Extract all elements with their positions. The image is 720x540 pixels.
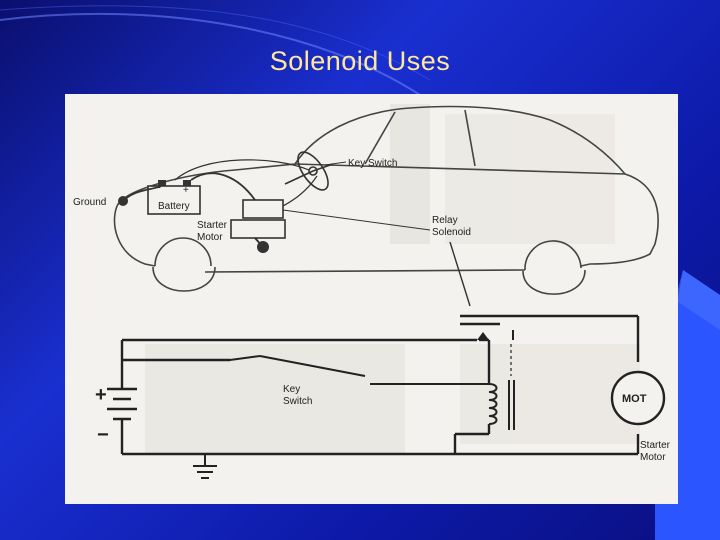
- ground-label: Ground: [73, 197, 106, 208]
- key-switch-pointer: [324, 161, 347, 166]
- circuit-key-switch-icon: [229, 355, 489, 385]
- relay-contact-mark: [477, 332, 489, 340]
- steering-wheel-icon: [284, 151, 334, 191]
- battery-minus-sign: −: [155, 183, 161, 194]
- slide-title: Solenoid Uses: [269, 46, 451, 76]
- diagram-drawing: − + Battery Ground Starter Motor Key Swi…: [73, 104, 671, 479]
- motor-icon: [610, 370, 666, 426]
- starter-motor-label-line2: Motor: [197, 232, 223, 243]
- circuit-minus-sign: −: [97, 424, 109, 446]
- key-switch-bottom-label-line1: Key: [283, 384, 300, 395]
- starter-motor-icon: [230, 199, 286, 253]
- relay-pointer-top: [282, 209, 431, 231]
- solenoid-diagram: − + Battery Ground Starter Motor Key Swi…: [65, 94, 678, 504]
- relay-pointer-down: [449, 241, 471, 307]
- battery-plus-sign: +: [183, 185, 189, 196]
- key-switch-bottom-label-line2: Switch: [283, 396, 312, 407]
- battery-starter-cable: [190, 172, 256, 201]
- relay-label-line1: Relay: [432, 215, 458, 226]
- circuit-battery-icon: [107, 387, 137, 434]
- circuit-ground-icon: [193, 454, 217, 479]
- motor-label: MOT: [622, 393, 647, 405]
- key-switch-top-label: Key Switch: [348, 158, 397, 169]
- solenoid-coil-icon: [488, 344, 515, 430]
- starter-motor-bottom-line2: Motor: [640, 452, 666, 463]
- key-switch-wire: [174, 159, 310, 181]
- battery-label: Battery: [158, 201, 190, 212]
- starter-motor-label-line1: Starter: [197, 220, 228, 231]
- car-wheels: [152, 237, 586, 295]
- car-outline: [113, 105, 659, 273]
- key-switch-starter-wire: [282, 175, 318, 207]
- ground-cable: [122, 185, 162, 202]
- circuit-schematic: [120, 314, 640, 456]
- circuit-plus-sign: +: [95, 384, 107, 406]
- relay-label-line2: Solenoid: [432, 227, 471, 238]
- bleed-through-texture: [145, 104, 640, 454]
- battery-icon: [147, 180, 201, 215]
- starter-motor-bottom-line1: Starter: [640, 440, 671, 451]
